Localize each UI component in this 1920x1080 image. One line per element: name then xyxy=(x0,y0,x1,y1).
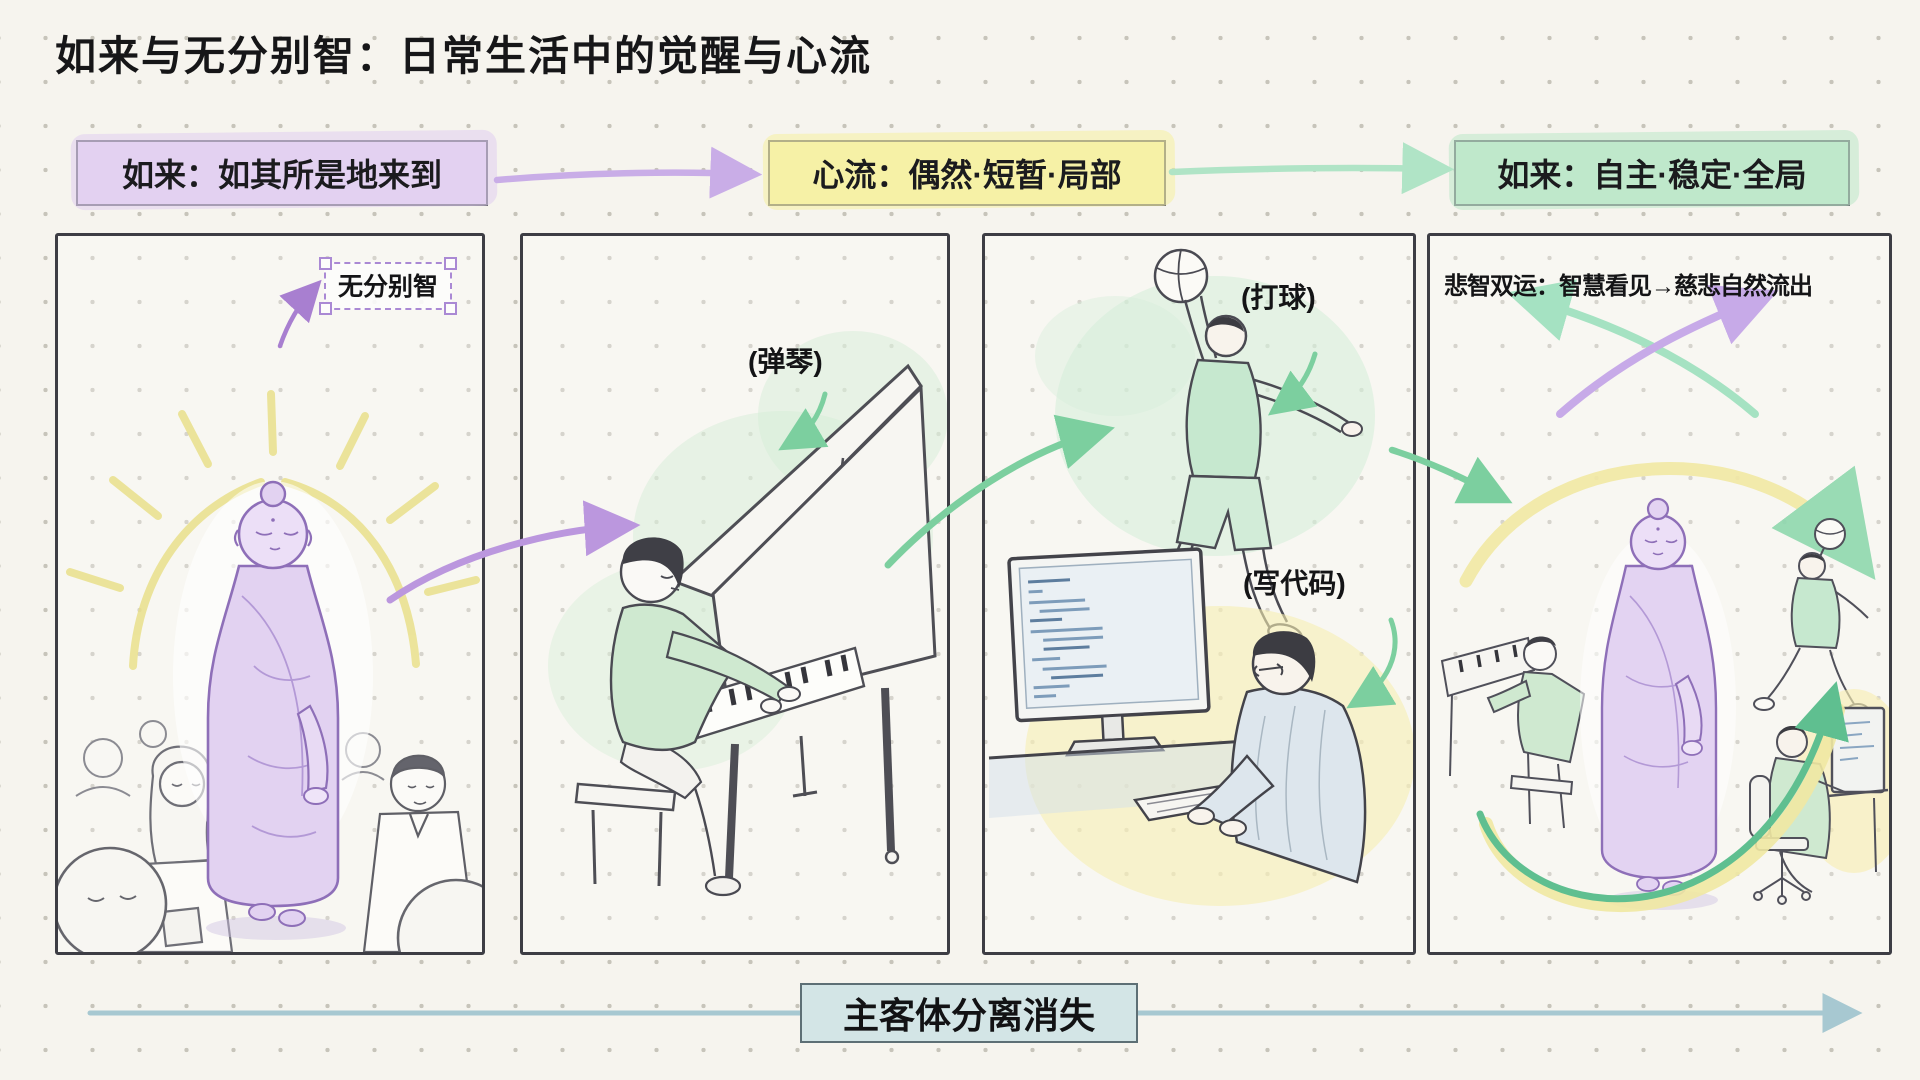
pianist-drawing xyxy=(548,331,947,897)
stage-box-label: 心流：偶然·短暂·局部 xyxy=(812,157,1122,193)
stage-box-label: 如来：如其所是地来到 xyxy=(121,157,442,193)
annotation-playing-ball: (打球) xyxy=(1241,282,1316,313)
coder-shirt xyxy=(1230,686,1367,884)
panel-integration: 悲智双运：智慧看见→慈悲自然流出 xyxy=(1427,233,1892,955)
buddha-head xyxy=(237,498,309,570)
buddha-figure-small xyxy=(1580,497,1736,910)
header-arrow-purple xyxy=(493,146,763,199)
integration-drawing xyxy=(1440,279,1889,913)
monitor xyxy=(1007,547,1211,757)
bottom-label-subject-object: 主客体分离消失 xyxy=(800,983,1138,1043)
annotation-writing-code: (写代码) xyxy=(1243,568,1346,599)
player-shorts xyxy=(1175,474,1273,552)
player-jersey xyxy=(1185,358,1262,480)
crossed-arrow-green xyxy=(1506,279,1759,418)
buddha-robe xyxy=(206,564,340,908)
mini-coder xyxy=(1749,689,1889,905)
page-title: 如来与无分别智：日常生活中的觉醒与心流 xyxy=(55,33,872,79)
bottom-arc-yellow xyxy=(1479,703,1845,913)
crossed-arrow-purple xyxy=(1556,284,1779,418)
grand-piano xyxy=(654,363,937,892)
annotation-playing-piano: (弹琴) xyxy=(748,346,823,377)
panel-buddha-in-crowd: 无分别智 xyxy=(55,233,485,955)
stage-box-tathagata-stable: 如来：自主·稳定·全局 xyxy=(1454,140,1850,206)
buddha-figure xyxy=(173,480,373,940)
ball-annotation-arrow xyxy=(1268,351,1318,416)
bottom-arc-green xyxy=(1476,681,1849,903)
buddha-crowd-drawing xyxy=(58,279,482,952)
glasses-icon xyxy=(1253,663,1284,677)
stage-box-tathagata-arrives: 如来：如其所是地来到 xyxy=(76,140,488,206)
coder-scene xyxy=(988,547,1413,906)
caption-compassion-wisdom: 悲智双运：智慧看见→慈悲自然流出 xyxy=(1444,273,1813,300)
selection-handle-icon xyxy=(444,257,458,270)
annotation-nondiscriminating-wisdom: 无分别智 xyxy=(319,257,458,315)
basketball-coding-drawing xyxy=(988,248,1413,906)
pianist-figure xyxy=(574,537,801,897)
annotation-arrow-green xyxy=(778,391,829,451)
yellow-arc xyxy=(1459,462,1876,588)
code-lines xyxy=(1027,578,1107,699)
selection-handle-icon xyxy=(444,302,458,315)
selection-handle-icon xyxy=(319,302,332,315)
code-annotation-arrow xyxy=(1346,617,1398,709)
bottom-label-text: 主客体分离消失 xyxy=(842,995,1095,1036)
crowd-foreground-heads xyxy=(58,846,482,952)
selection-handle-icon xyxy=(319,257,332,270)
stage-box-label: 如来：自主·稳定·全局 xyxy=(1497,157,1807,193)
header-arrow-green xyxy=(1168,142,1455,195)
panel-pianist: (弹琴) xyxy=(520,233,950,955)
pianist-shirt xyxy=(609,603,741,752)
mini-pianist xyxy=(1440,636,1586,829)
basketball-player xyxy=(1125,248,1363,646)
panel-basketball-and-coding: (打球) (写代码) xyxy=(982,233,1416,955)
annotation-label: 无分别智 xyxy=(338,273,439,301)
sun-rays xyxy=(66,390,480,670)
stage-box-flow-occasional: 心流：偶然·短暂·局部 xyxy=(768,140,1166,206)
annotation-arrow-purple xyxy=(277,279,322,349)
